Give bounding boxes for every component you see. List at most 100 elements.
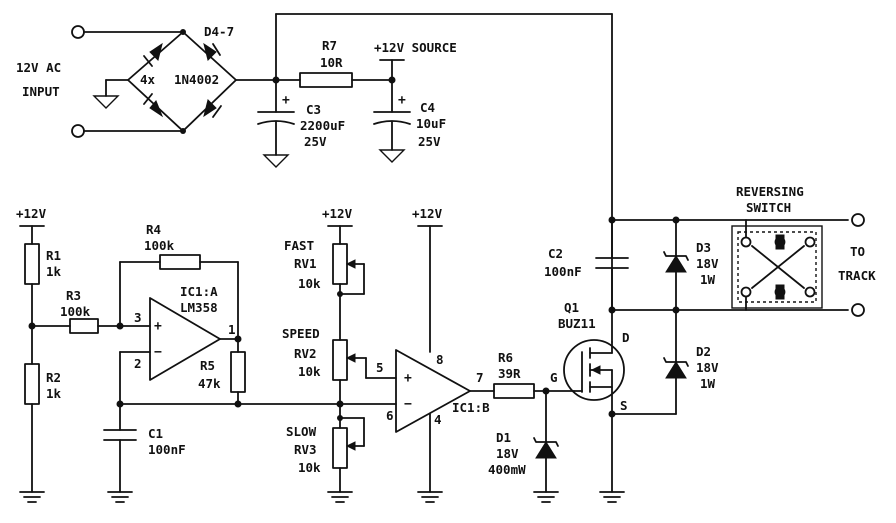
r7-name: R7 — [322, 38, 337, 53]
r6-name: R6 — [498, 350, 513, 365]
power-supply-section: 12V AC INPUT D4-7 4x 1N4002 — [16, 13, 613, 168]
d1-value: 18V — [496, 446, 519, 461]
r5-name: R5 — [200, 358, 215, 373]
ic1b-pin4: 4 — [434, 412, 442, 427]
ground-bridge-icon — [92, 95, 120, 109]
bridge-diode-1-icon — [149, 42, 163, 61]
source-pin-label: S — [620, 398, 628, 413]
rv1-value: 10k — [298, 276, 321, 291]
supply-ic1b-label: +12V — [412, 206, 443, 221]
r5-value: 47k — [198, 376, 221, 391]
r5-resistor — [230, 351, 246, 393]
track-terminal-bottom — [851, 303, 865, 317]
supply-left-label: +12V — [16, 206, 47, 221]
rv2-name: RV2 — [294, 346, 317, 361]
oscillator-section: +12V R1 1k R2 1k R3 100k R4 100k + − 3 — [16, 206, 397, 503]
d1-zener-icon — [535, 441, 557, 459]
ic1b-minus: − — [404, 397, 412, 412]
supply-pots-label: +12V — [322, 206, 353, 221]
reversing-label-line1: REVERSING — [736, 184, 804, 199]
bridge-diode-4-icon — [203, 99, 217, 118]
ground-c4-icon — [378, 149, 406, 163]
speed-label: SPEED — [282, 326, 320, 341]
c4-plus: + — [398, 93, 406, 108]
ic1a-minus: − — [154, 345, 162, 360]
d3-zener-icon — [665, 255, 687, 273]
ic1a-type: LM358 — [180, 300, 218, 315]
diode-bridge: D4-7 4x 1N4002 — [127, 24, 237, 134]
q1-name: Q1 — [564, 300, 579, 315]
r4-resistor — [159, 254, 201, 270]
ic1a-pin3: 3 — [134, 310, 142, 325]
c2-value: 100nF — [544, 264, 582, 279]
ground-c3-icon — [262, 154, 290, 168]
d2-name: D2 — [696, 344, 711, 359]
r7-resistor — [299, 72, 353, 88]
ic1b-pin5: 5 — [376, 360, 384, 375]
r4-name: R4 — [146, 222, 161, 237]
rv3-name: RV3 — [294, 442, 317, 457]
c3-voltage: 25V — [304, 134, 327, 149]
slow-label: SLOW — [286, 424, 317, 439]
c1-name: C1 — [148, 426, 163, 441]
output-stage-section: C2 100nF Q1 BUZ11 D S D3 18V — [544, 13, 876, 503]
d3-name: D3 — [696, 240, 711, 255]
comparator-section: +12V + − 5 6 8 4 7 IC1:B R6 39R G D1 18V… — [376, 206, 575, 503]
d1-name: D1 — [496, 430, 511, 445]
q1-mosfet — [563, 339, 625, 401]
ic1b-name: IC1:B — [452, 400, 490, 415]
ic1a-plus: + — [154, 319, 162, 334]
ic1b-pin8: 8 — [436, 352, 444, 367]
d3-value: 18V — [696, 256, 719, 271]
diode-bridge-name: D4-7 — [204, 24, 234, 39]
ic1a-opamp — [149, 297, 221, 381]
r7-value: 10R — [320, 55, 343, 70]
to-track-line2: TRACK — [838, 268, 876, 283]
rv3-value: 10k — [298, 460, 321, 475]
bridge-diode-2-icon — [203, 42, 217, 61]
ic1b-pin6: 6 — [386, 408, 394, 423]
ic1a-pin1: 1 — [228, 322, 236, 337]
d2-power: 1W — [700, 376, 716, 391]
r4-value: 100k — [144, 238, 175, 253]
ac-input-terminal-top — [71, 25, 85, 39]
ac-input-label-line2: INPUT — [22, 84, 60, 99]
r3-resistor — [69, 318, 99, 334]
reversing-switch: REVERSING SWITCH — [731, 184, 823, 311]
rv1-pot — [332, 243, 348, 285]
r2-name: R2 — [46, 370, 61, 385]
ic1b-pin7: 7 — [476, 370, 484, 385]
c4-name: C4 — [420, 100, 435, 115]
r1-resistor — [24, 243, 40, 285]
diode-bridge-type: 1N4002 — [174, 72, 219, 87]
track-terminal-top — [851, 213, 865, 227]
r1-value: 1k — [46, 264, 62, 279]
ic1b-opamp — [395, 349, 471, 433]
c4-value: 10uF — [416, 116, 446, 131]
ac-input-label-line1: 12V AC — [16, 60, 61, 75]
c3-plus: + — [282, 93, 290, 108]
rv1-name: RV1 — [294, 256, 317, 271]
d1-power: 400mW — [488, 462, 526, 477]
gate-label: G — [550, 370, 558, 385]
d2-zener-icon — [665, 361, 687, 379]
r2-value: 1k — [46, 386, 62, 401]
to-track-line1: TO — [850, 244, 865, 259]
drain-label: D — [622, 330, 630, 345]
c3-value: 2200uF — [300, 118, 345, 133]
ic1a-pin2: 2 — [134, 356, 142, 371]
reversing-switch-body — [731, 225, 823, 309]
source-label: +12V SOURCE — [374, 40, 457, 55]
c1-value: 100nF — [148, 442, 186, 457]
c3-name: C3 — [306, 102, 321, 117]
d2-value: 18V — [696, 360, 719, 375]
d3-power: 1W — [700, 272, 716, 287]
fast-label: FAST — [284, 238, 314, 253]
r2-resistor — [24, 363, 40, 405]
diode-bridge-qty: 4x — [140, 72, 156, 87]
rv3-pot — [332, 427, 348, 469]
rv2-value: 10k — [298, 364, 321, 379]
bridge-diode-3-icon — [149, 100, 164, 118]
q1-type: BUZ11 — [558, 316, 596, 331]
